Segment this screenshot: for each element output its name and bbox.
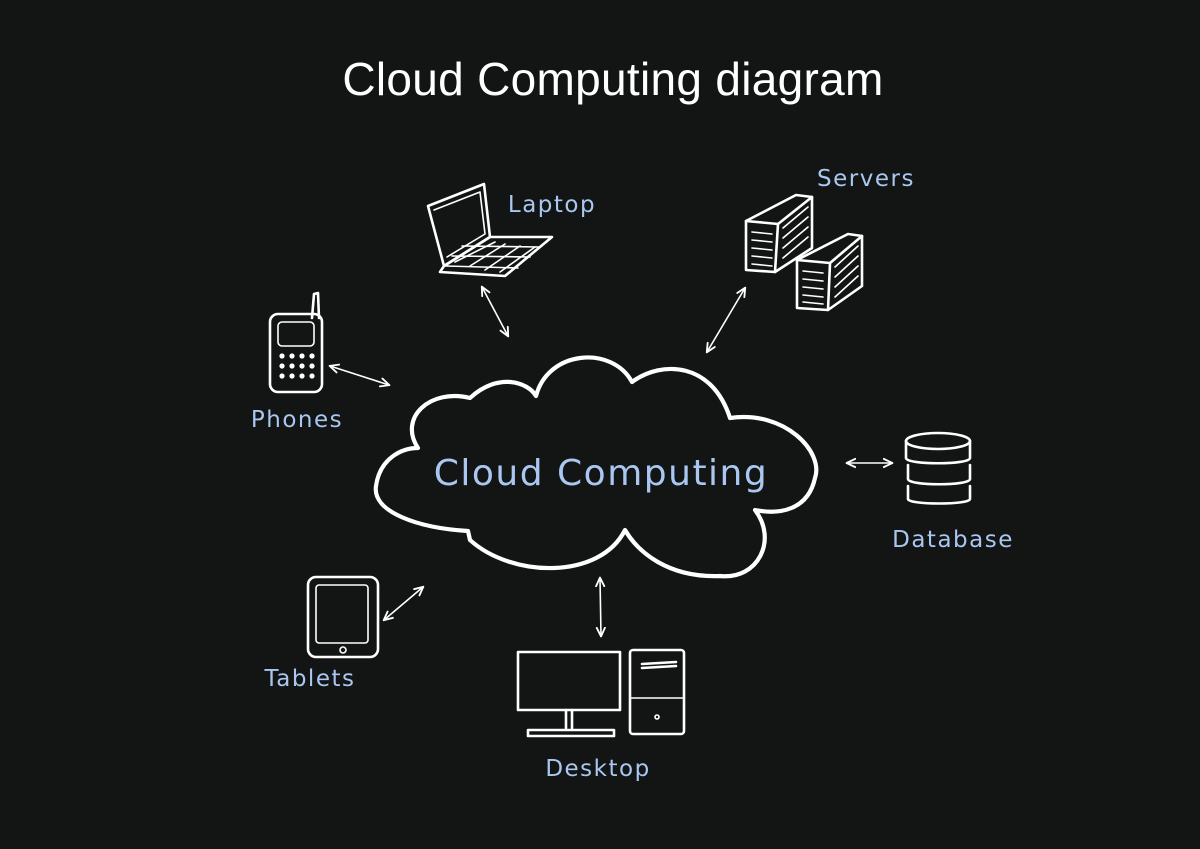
page-title: Cloud Computing diagram	[342, 53, 884, 105]
arrow-servers	[705, 286, 747, 354]
database-icon	[904, 431, 972, 505]
node-label-phones: Phones	[251, 407, 343, 433]
connection-arrows	[328, 285, 894, 638]
arrow-phones	[328, 363, 391, 388]
node-label-tablets: Tablets	[264, 666, 356, 692]
node-label-laptop: Laptop	[508, 192, 596, 218]
arrow-desktop	[595, 576, 606, 638]
desktop-icon	[516, 648, 686, 738]
node-label-database: Database	[892, 527, 1014, 553]
laptop-icon	[426, 182, 554, 278]
cloud-label: Cloud Computing	[434, 453, 768, 494]
node-label-desktop: Desktop	[545, 756, 650, 782]
arrow-tablets	[382, 585, 425, 622]
tablet-icon	[306, 575, 380, 659]
cloud-shape	[373, 355, 819, 579]
servers-icon	[744, 193, 864, 312]
phone-icon	[268, 291, 324, 394]
node-label-servers: Servers	[817, 166, 915, 192]
arrow-laptop	[480, 285, 510, 338]
